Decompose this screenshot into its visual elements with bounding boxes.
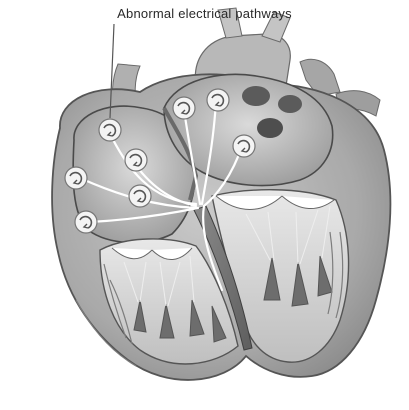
swirl-focus-icon (75, 211, 97, 233)
swirl-focus-icon (99, 119, 121, 141)
swirl-focus-icon (173, 97, 195, 119)
swirl-focus-icon (65, 167, 87, 189)
swirl-focus-icon (207, 89, 229, 111)
swirl-focus-icon (125, 149, 147, 171)
swirl-focus-icon (233, 135, 255, 157)
diagram-caption: Abnormal electrical pathways (0, 6, 409, 21)
swirl-focus-icon (129, 185, 151, 207)
